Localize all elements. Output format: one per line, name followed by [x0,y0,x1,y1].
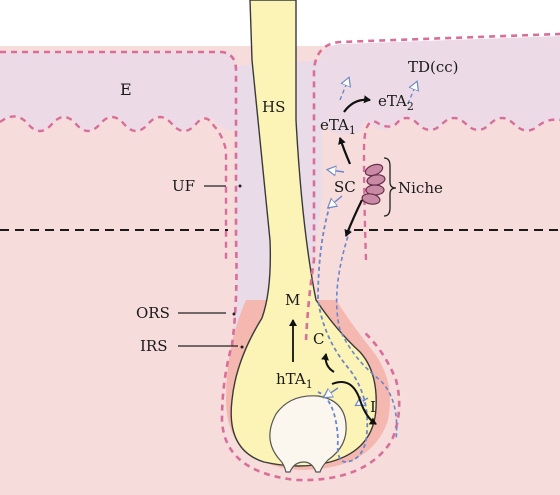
label-SC: SC [334,178,356,196]
ors-dot [233,313,236,316]
label-IRS: IRS [140,337,168,355]
label-ORS: ORS [136,304,170,322]
label-Niche: Niche [398,179,443,197]
label-UF: UF [172,177,195,195]
label-E: E [120,80,132,99]
label-M: M [285,291,300,309]
label-TD: TD(cc) [408,58,459,76]
label-HS: HS [262,98,285,116]
label-C: C [313,330,324,348]
label-I: I [370,398,376,416]
irs-dot [241,346,244,349]
epidermis-right [320,36,560,134]
uf-dot [239,185,242,188]
